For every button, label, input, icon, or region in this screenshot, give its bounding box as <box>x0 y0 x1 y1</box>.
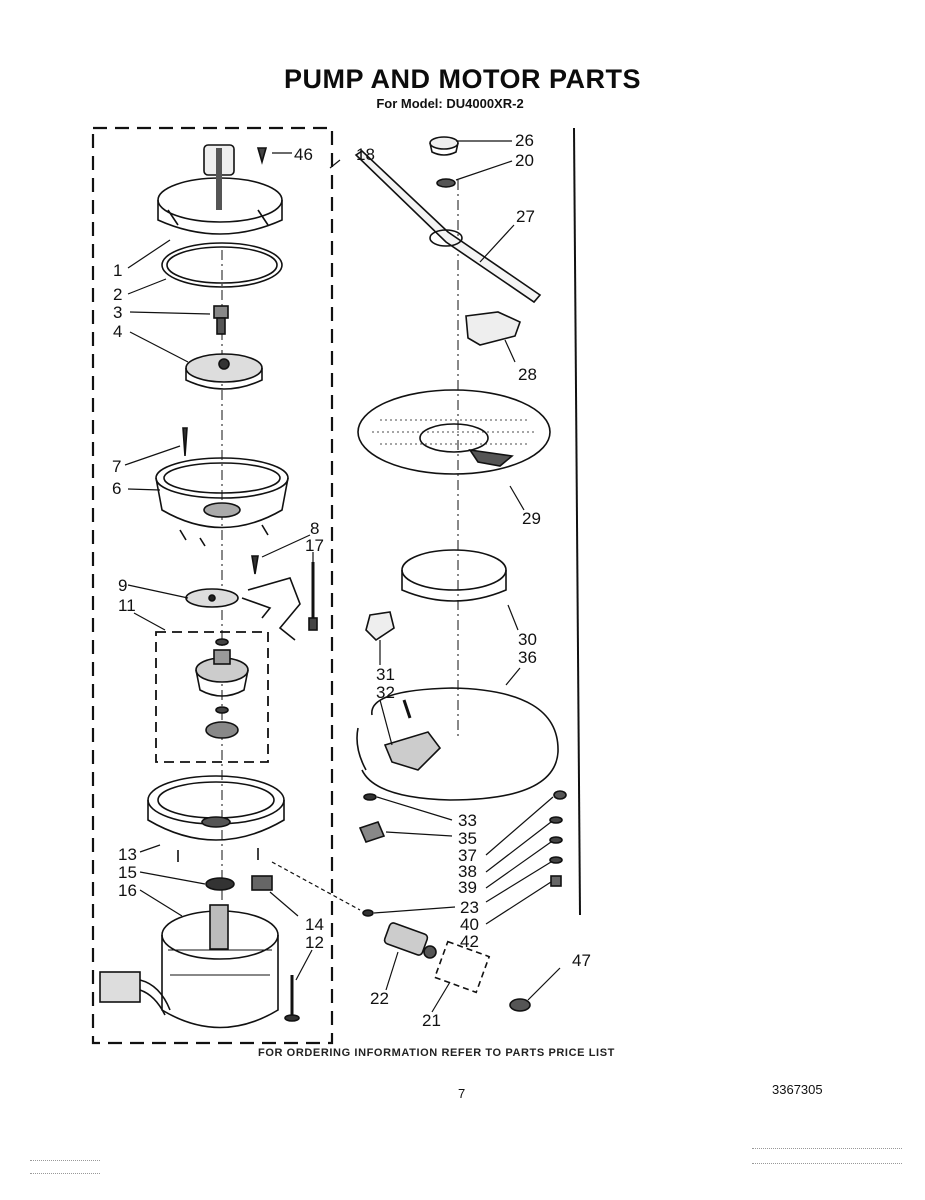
washer-15 <box>205 877 235 891</box>
wire-bracket <box>247 577 301 641</box>
callout-4: 4 <box>113 322 123 341</box>
leader-lines <box>124 140 561 1013</box>
callout-28: 28 <box>518 365 537 384</box>
callout-9: 9 <box>118 576 128 595</box>
motor-assembly-dashed-box <box>91 126 334 1045</box>
callout-21: 21 <box>422 1011 441 1030</box>
ordering-note: FOR ORDERING INFORMATION REFER TO PARTS … <box>258 1047 615 1059</box>
wiring-harness-plug <box>99 971 171 1016</box>
gasket-plate-9 <box>185 588 239 608</box>
right-bracket-line <box>573 127 581 916</box>
bracket-35 <box>358 821 386 843</box>
callout-27: 27 <box>516 207 535 226</box>
callout-39: 39 <box>458 878 477 897</box>
callout-23: 23 <box>460 898 479 917</box>
clip-31 <box>365 611 395 642</box>
pump-housing-top <box>157 144 283 235</box>
callout-12: 12 <box>305 933 324 952</box>
screw-7 <box>182 427 188 457</box>
chopper-assembly <box>195 638 249 739</box>
callout-35: 35 <box>458 829 477 848</box>
callout-30: 30 <box>518 630 537 649</box>
screw-8 <box>251 555 259 575</box>
bracket-21-box <box>433 940 491 994</box>
page-number: 7 <box>458 1086 466 1101</box>
ring-30 <box>401 549 507 602</box>
cap-26 <box>429 136 459 156</box>
callout-8: 8 <box>310 519 320 538</box>
callout-42: 42 <box>460 932 479 951</box>
page-title: PUMP AND MOTOR PARTS <box>283 64 642 94</box>
bracket-32 <box>383 731 442 771</box>
callout-15: 15 <box>118 863 137 882</box>
model-subtitle: For Model: DU4000XR-2 <box>376 96 524 111</box>
callout-40: 40 <box>460 915 479 934</box>
clip-14 <box>251 875 273 891</box>
motor-mount-plate-13 <box>147 775 285 862</box>
stack-parts <box>549 790 567 887</box>
callout-47: 47 <box>572 951 591 970</box>
document-number: 3367305 <box>772 1082 823 1097</box>
callout-22: 22 <box>370 989 389 1008</box>
callout-38: 38 <box>458 862 477 881</box>
callout-37: 37 <box>458 846 477 865</box>
callout-6: 6 <box>112 479 122 498</box>
callout-29: 29 <box>522 509 541 528</box>
bracket-28 <box>465 311 522 346</box>
callout-2: 2 <box>113 285 123 304</box>
callout-20: 20 <box>515 151 534 170</box>
callout-33: 33 <box>458 811 477 830</box>
callout-13: 13 <box>118 845 137 864</box>
callout-17: 17 <box>305 536 324 555</box>
callout-7: 7 <box>112 457 122 476</box>
nut-47 <box>509 998 531 1012</box>
pump-body-6 <box>155 457 289 547</box>
ring-seal-2 <box>161 242 283 288</box>
illegible-copyright-left <box>30 1160 100 1174</box>
callout-11: 11 <box>118 596 136 615</box>
washer-20 <box>436 178 456 188</box>
callout-1: 1 <box>113 261 123 280</box>
chopper-assembly-box <box>155 631 269 763</box>
wire-ring-36 <box>361 687 559 801</box>
callout-14: 14 <box>305 915 324 934</box>
washer-23 <box>362 909 374 917</box>
motor-16 <box>161 904 279 1029</box>
screw-46 <box>256 147 268 165</box>
callout-36: 36 <box>518 648 537 667</box>
callout-16: 16 <box>118 881 137 900</box>
callout-32: 32 <box>376 683 395 702</box>
callout-26: 26 <box>515 131 534 150</box>
bolt-3 <box>213 305 229 335</box>
nozzle-22 <box>383 922 437 959</box>
washer-33 <box>363 793 377 801</box>
impeller-4 <box>185 353 263 390</box>
callout-18: 18 <box>356 145 375 164</box>
illegible-copyright-right <box>752 1148 902 1164</box>
callout-46: 46 <box>294 145 313 164</box>
spray-arm-27 <box>354 149 542 304</box>
callout-31: 31 <box>376 665 395 684</box>
callout-3: 3 <box>113 303 123 322</box>
filter-screen-29 <box>357 389 551 475</box>
